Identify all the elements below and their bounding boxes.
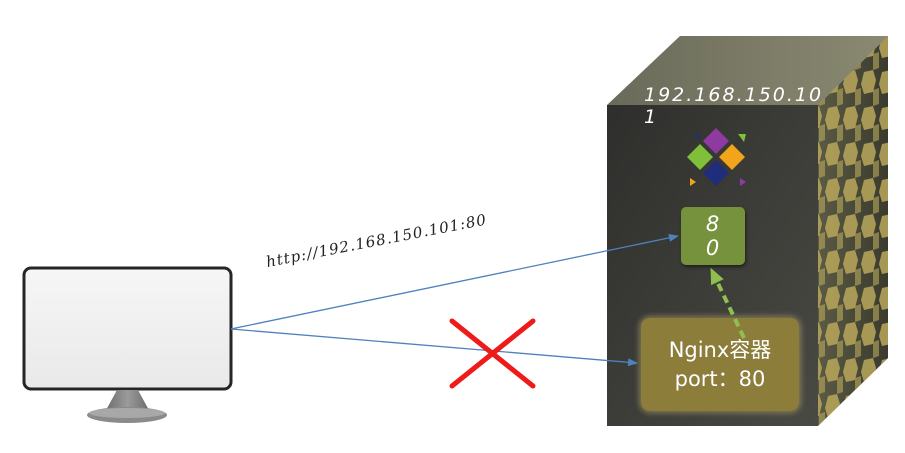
request-arrow-to-container — [230, 328, 638, 367]
server-top-face — [607, 36, 888, 105]
nginx-container-box: Nginx容器 port：80 — [641, 318, 799, 411]
container-port: port：80 — [674, 366, 766, 391]
red-x-icon — [449, 318, 536, 389]
host-port-box: 80 — [681, 207, 745, 265]
container-name: Nginx容器 — [668, 337, 772, 362]
server-vent-pattern — [818, 36, 888, 426]
server-tower-icon — [607, 36, 888, 426]
monitor-icon — [22, 266, 233, 423]
host-port-label: 80 — [705, 212, 721, 260]
host-ip-label: 192.168.150.101 — [644, 84, 824, 128]
request-arrow-to-host-port — [230, 233, 679, 330]
colorful-diamond-logo-icon — [687, 128, 746, 186]
